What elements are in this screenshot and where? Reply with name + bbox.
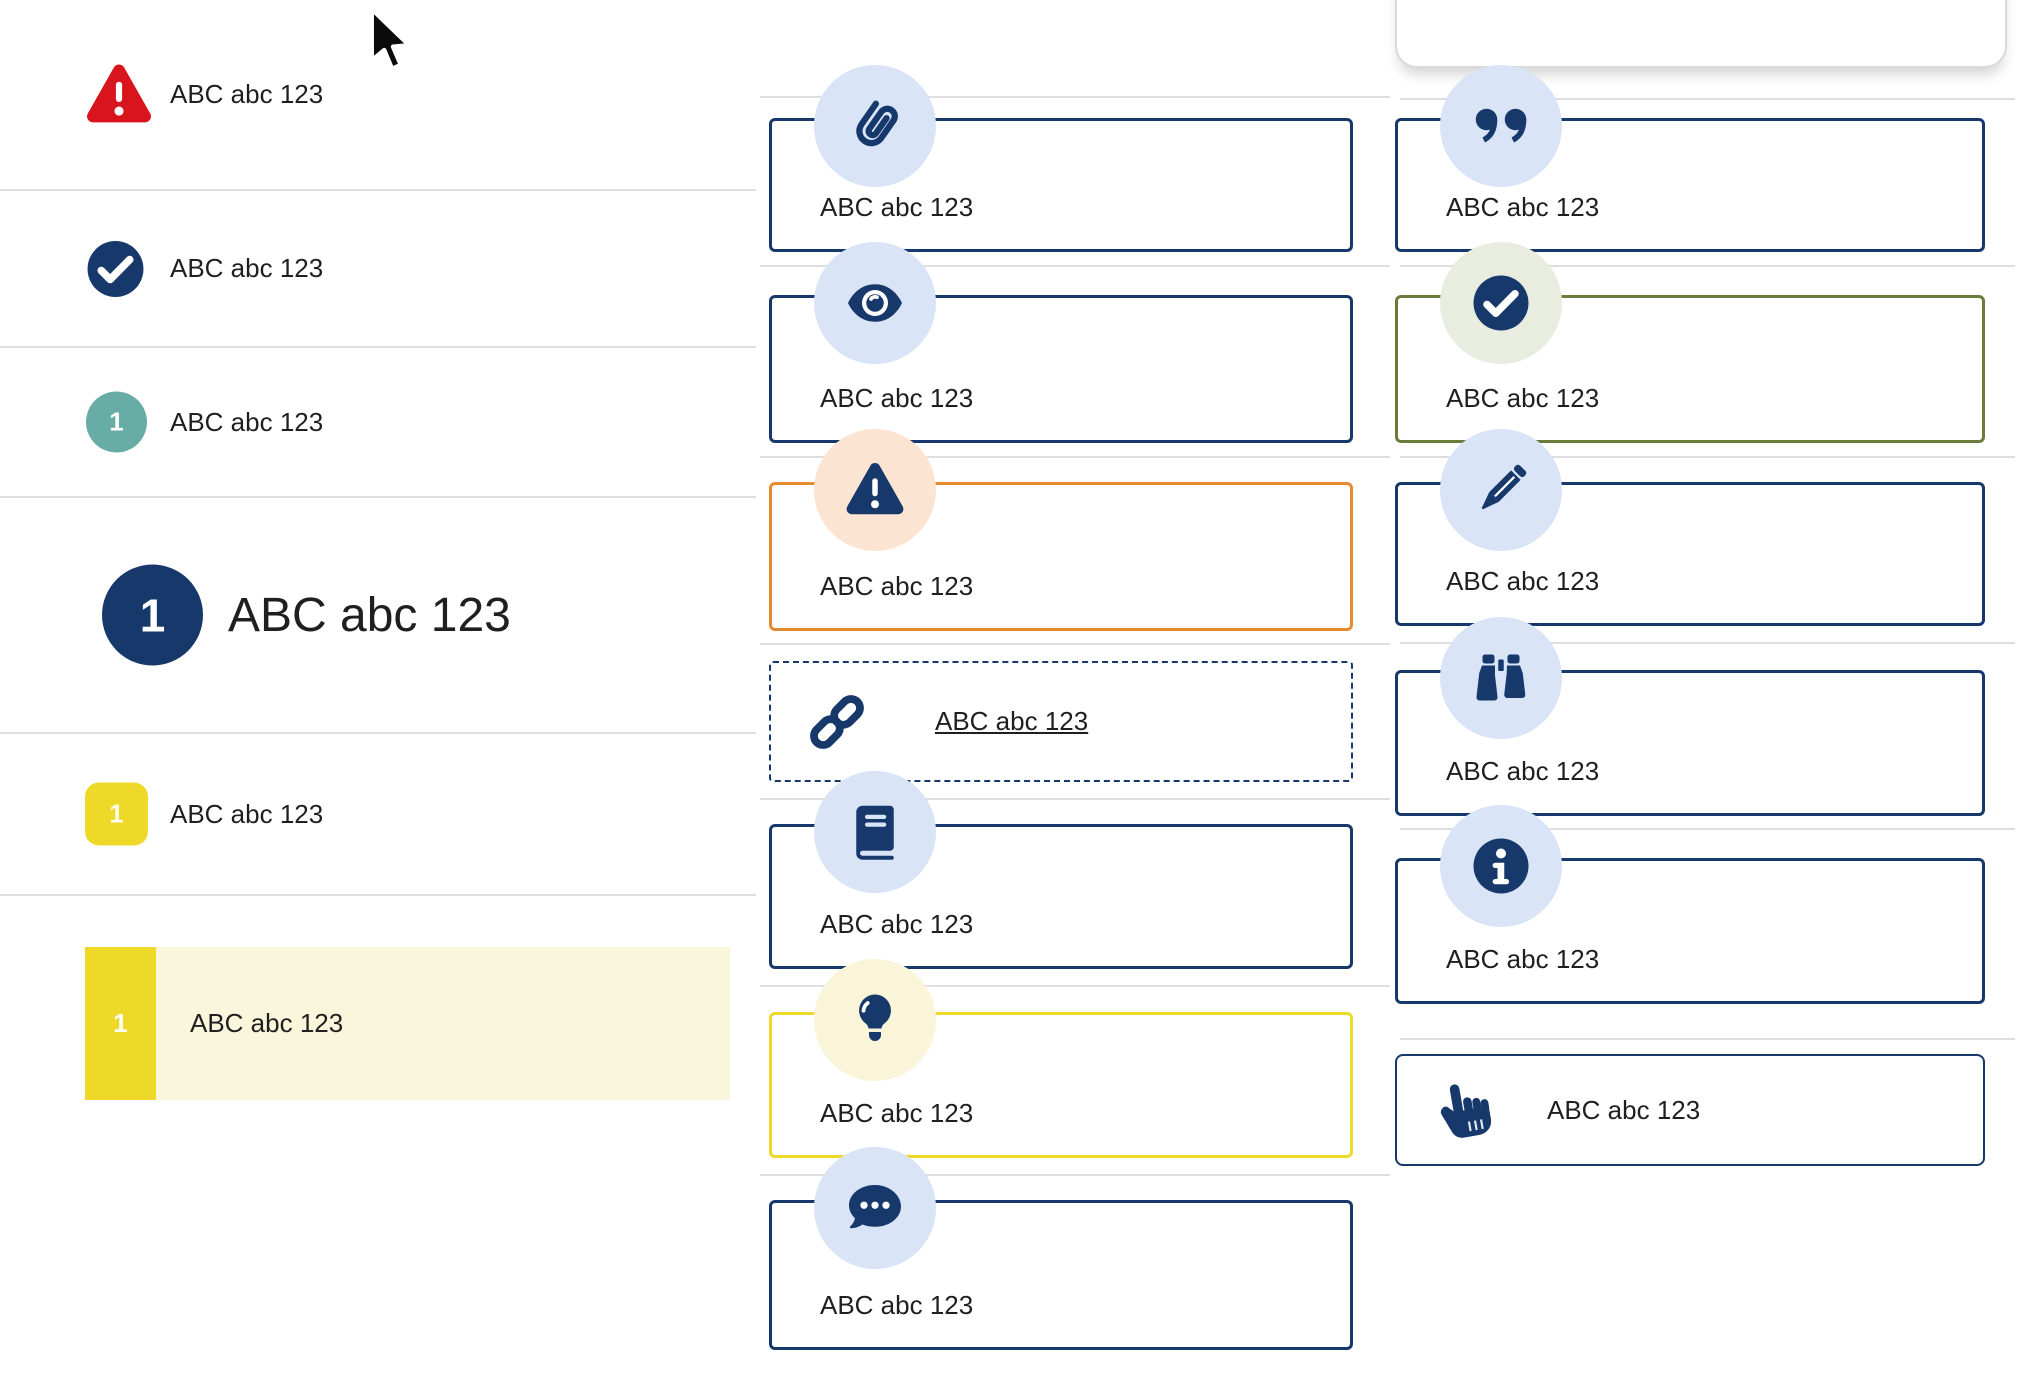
list-item-label: ABC abc 123 — [190, 1008, 344, 1038]
eye-icon — [814, 242, 936, 364]
list-item-label: ABC abc 123 — [170, 79, 324, 109]
divider — [760, 265, 1390, 267]
info-icon — [1440, 805, 1562, 927]
warning-triangle-icon — [85, 64, 153, 126]
divider — [1400, 1038, 2015, 1040]
number-circle-teal: 1 — [86, 391, 147, 453]
callout-label: ABC abc 123 — [820, 571, 974, 601]
list-item-label: ABC abc 123 — [170, 798, 324, 829]
callout-label: ABC abc 123 — [820, 192, 974, 222]
number-circle-large: 1 — [102, 564, 203, 666]
divider — [0, 346, 756, 348]
paperclip-icon — [814, 65, 936, 187]
divider — [760, 643, 1390, 645]
list-item-step-teal: 1 ABC abc 123 — [0, 348, 756, 496]
list-item-alert: ABC abc 123 — [0, 0, 756, 189]
divider — [1400, 828, 2015, 830]
divider — [1400, 456, 2015, 458]
list-item-step-yellow: 1 ABC abc 123 — [0, 734, 756, 894]
pencil-icon — [1440, 429, 1562, 551]
check-circle-icon — [1440, 242, 1562, 364]
lightbulb-icon — [814, 959, 936, 1081]
callout-link: ABC abc 123 — [769, 661, 1353, 782]
callout-label: ABC abc 123 — [1446, 566, 1600, 596]
divider — [0, 894, 756, 896]
callout-action[interactable]: ABC abc 123 — [1395, 1054, 1985, 1166]
divider — [0, 496, 756, 498]
list-item-label: ABC abc 123 — [170, 253, 324, 283]
hand-pointer-icon — [1437, 1078, 1501, 1142]
divider — [760, 1174, 1390, 1176]
divider — [760, 96, 1390, 98]
callout-label: ABC abc 123 — [820, 909, 974, 939]
divider — [0, 732, 756, 734]
divider — [1400, 642, 2015, 644]
number-square-yellow: 1 — [85, 782, 148, 846]
binoculars-icon — [1440, 617, 1562, 739]
callout-label: ABC abc 123 — [820, 383, 974, 413]
link-icon — [805, 690, 869, 754]
list-item-label: ABC abc 123 — [170, 406, 324, 437]
divider — [760, 456, 1390, 458]
number-block-yellow: 1 — [85, 947, 156, 1100]
warning-triangle-icon — [814, 429, 936, 551]
chat-bubble-icon — [814, 1147, 936, 1269]
divider — [0, 189, 756, 191]
divider — [1400, 98, 2015, 100]
callout-label: ABC abc 123 — [1446, 383, 1600, 413]
callout-label: ABC abc 123 — [820, 1098, 974, 1128]
check-circle-icon — [85, 238, 146, 299]
divider — [760, 985, 1390, 987]
divider — [760, 798, 1390, 800]
callout-label: ABC abc 123 — [820, 1290, 974, 1320]
list-item-step-yellow-highlighted[interactable]: 1 ABC abc 123 — [85, 947, 730, 1100]
divider — [1400, 265, 2015, 267]
list-item-done: ABC abc 123 — [0, 191, 756, 346]
list-item-label: ABC abc 123 — [228, 588, 511, 642]
mouse-cursor — [366, 6, 418, 81]
callout-label: ABC abc 123 — [1446, 944, 1600, 974]
callout-link-text[interactable]: ABC abc 123 — [935, 706, 1089, 736]
callout-label: ABC abc 123 — [1446, 756, 1600, 786]
quote-icon — [1440, 65, 1562, 187]
callout-label: ABC abc 123 — [1446, 192, 1600, 222]
cutoff-card — [1395, 0, 2007, 68]
callout-label: ABC abc 123 — [1547, 1094, 1701, 1125]
book-icon — [814, 771, 936, 893]
list-item-step-large: 1 ABC abc 123 — [0, 498, 756, 732]
